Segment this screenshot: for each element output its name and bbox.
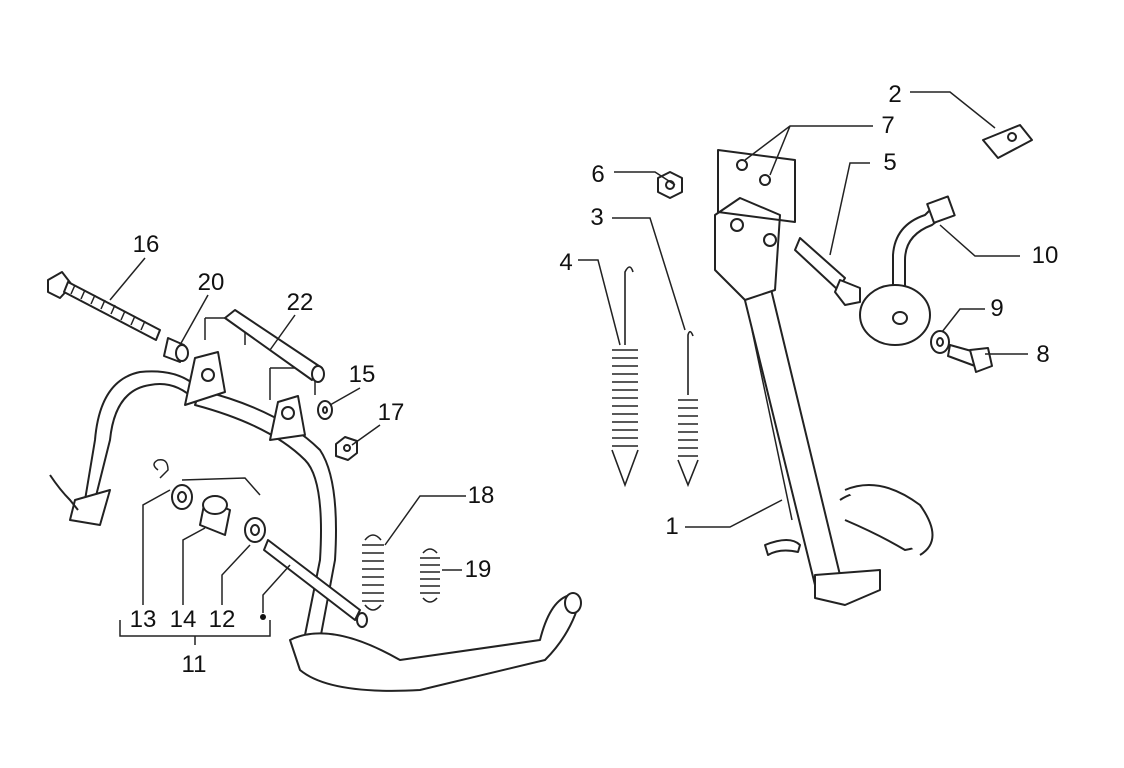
bracket-plates — [184, 317, 316, 441]
callout-19: 19 — [464, 556, 492, 583]
clip-part-2 — [982, 124, 1033, 159]
nut-part-17 — [335, 436, 358, 461]
callout-22: 22 — [286, 289, 314, 316]
callout-18: 18 — [467, 482, 495, 509]
spring-part-4 — [611, 266, 639, 488]
callout-8: 8 — [1036, 341, 1050, 368]
spring-part-19 — [420, 548, 440, 603]
centre-stand-frame — [49, 370, 582, 692]
callout-17: 17 — [377, 399, 405, 426]
callout-1: 1 — [665, 513, 679, 540]
callout-3: 3 — [590, 204, 604, 231]
spring-part-3 — [677, 330, 699, 488]
bracket-part — [714, 197, 781, 301]
washer-part-9 — [930, 330, 950, 354]
callout-12: 12 — [208, 606, 236, 633]
callout-9: 9 — [990, 295, 1004, 322]
callout-20: 20 — [197, 269, 225, 296]
callout-14: 14 — [169, 606, 197, 633]
rubber-part — [859, 284, 931, 346]
spacer-part-20 — [163, 337, 189, 363]
bolt-part-16 — [47, 271, 161, 341]
callout-7: 7 — [881, 112, 895, 139]
rod-part-10 — [892, 195, 956, 290]
washer-part-12 — [244, 517, 266, 543]
callout-16: 16 — [132, 231, 160, 258]
clip-part-13 — [153, 458, 193, 510]
callout-6: 6 — [591, 161, 605, 188]
washer-part-15 — [317, 400, 333, 420]
callout-2: 2 — [888, 81, 902, 108]
callout-5: 5 — [883, 149, 897, 176]
bracket-11-brace — [119, 620, 271, 645]
callout-13: 13 — [129, 606, 157, 633]
callout-11: 11 — [181, 651, 207, 678]
bush-part-14 — [199, 495, 231, 536]
side-stand-part-1 — [739, 279, 934, 606]
pin-part-5 — [794, 237, 861, 306]
pin-part — [263, 539, 368, 628]
callout-15: 15 — [348, 361, 376, 388]
bolt-part-8 — [947, 344, 993, 373]
plate-part-7 — [717, 149, 796, 223]
spring-part-18 — [362, 534, 384, 611]
tube-part-22 — [224, 309, 325, 383]
callout-4: 4 — [559, 249, 573, 276]
callout-10: 10 — [1031, 242, 1059, 269]
